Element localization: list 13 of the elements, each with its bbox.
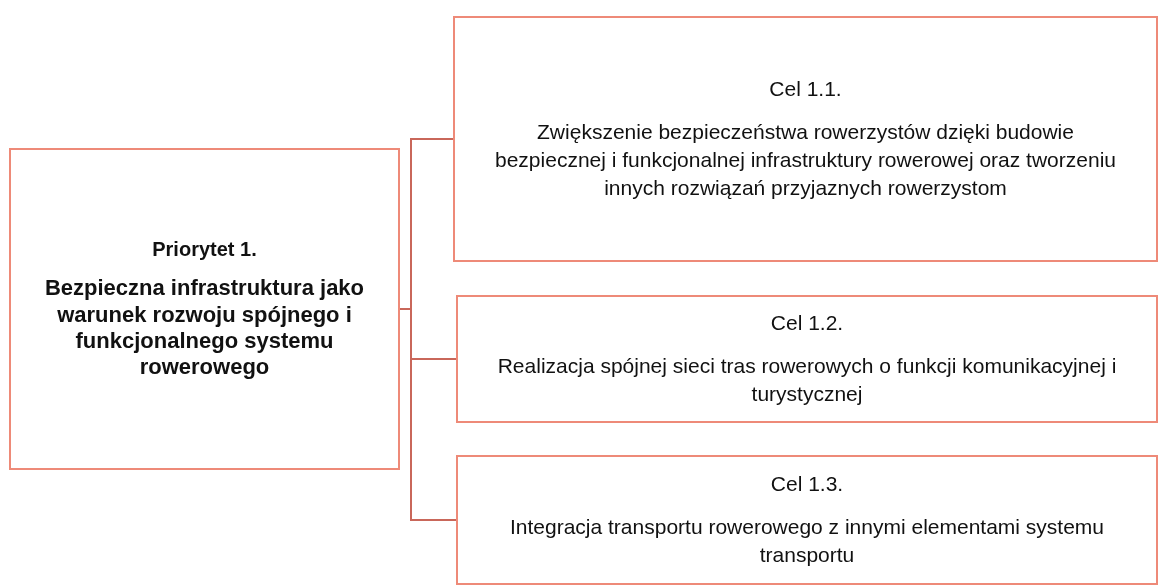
connector-line	[399, 308, 457, 521]
description-text: Integracja transportu rowerowego z innymi elementami systemu transportu	[508, 513, 1106, 569]
goal-box	[453, 16, 1158, 262]
heading-text: Cel 1.2.	[770, 310, 844, 337]
goal-box	[456, 455, 1158, 585]
description-text: Realizacja spójnej sieci tras rowerowych o funkcji komunikacyjnej i turystycznej	[496, 352, 1118, 408]
heading-text: Priorytet 1.	[152, 237, 257, 262]
description-text: Zwiększenie bezpieczeństwa rowerzystów dzięki budowie bezpiecznej i funkcjonalnej infrastruktury rowerowej oraz tworzeniu innych rozwiązań przyjaznych rowerzystom	[494, 118, 1117, 202]
goal-box	[456, 295, 1158, 423]
heading-text: Cel 1.1.	[769, 76, 842, 103]
priority-box	[9, 148, 400, 470]
description-text: Bezpieczna infrastruktura jako warunek rozwoju spójnego i funkcjonalnego systemu rowerowego	[43, 275, 366, 381]
heading-text: Cel 1.3.	[770, 471, 844, 498]
